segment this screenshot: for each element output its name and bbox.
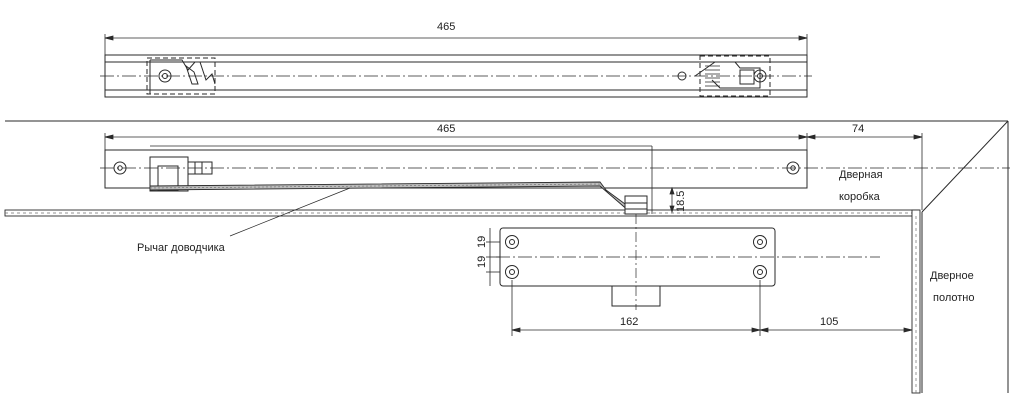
dimension-top-rail-value: 465 xyxy=(437,21,455,33)
middle-rail-left-screw xyxy=(113,161,127,175)
door-label-line2: полотно xyxy=(933,292,974,304)
closer-body xyxy=(496,214,880,310)
frame-label-line2: коробка xyxy=(839,191,881,203)
middle-rail-right-screw xyxy=(786,161,800,175)
dimension-middle-rail-value: 465 xyxy=(437,123,455,135)
middle-rail-slider-block xyxy=(149,156,213,192)
top-rail-right-slider xyxy=(677,55,771,97)
closer-pivot xyxy=(624,195,648,215)
lever-leader-line xyxy=(229,187,351,237)
dimension-body-to-door xyxy=(759,327,913,333)
dimension-arm-height-value: 18.5 xyxy=(675,191,687,212)
closer-arm xyxy=(149,181,638,213)
dimension-body-to-door-value: 105 xyxy=(820,316,838,328)
dimension-mount-spacing xyxy=(486,228,500,286)
dimension-top-rail xyxy=(104,34,808,55)
door-leaf xyxy=(4,209,921,394)
dimension-middle-rail xyxy=(104,133,808,214)
dimension-mount-spacing-b-value: 19 xyxy=(476,236,488,248)
dimension-body-length xyxy=(511,280,761,336)
dimension-frame-offset xyxy=(806,133,923,210)
top-rail-left-bracket xyxy=(146,57,216,95)
dimension-arm-height xyxy=(660,186,676,214)
closer-body-mount-screws xyxy=(505,235,767,279)
dimension-frame-offset-value: 74 xyxy=(852,123,864,135)
door-label-line1: Дверное xyxy=(930,270,974,282)
frame-outline xyxy=(5,120,1009,393)
top-rail xyxy=(100,54,812,98)
dimension-mount-spacing-a-value: 19 xyxy=(476,256,488,268)
lever-label: Рычаг доводчика xyxy=(137,242,226,254)
dimension-body-length-value: 162 xyxy=(620,316,638,328)
middle-rail xyxy=(100,149,1010,192)
frame-label-line1: Дверная xyxy=(839,169,883,181)
